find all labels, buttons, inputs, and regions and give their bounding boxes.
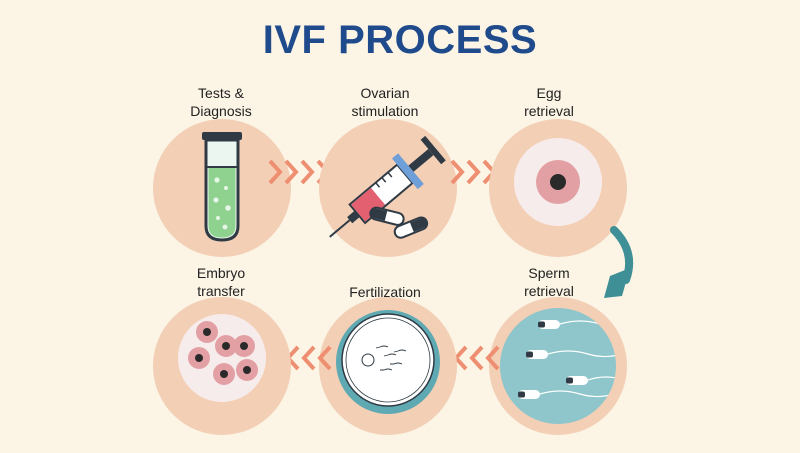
embryo-cells-icon — [153, 297, 291, 435]
chevron-left-icon — [453, 345, 500, 371]
page-title: IVF PROCESS — [262, 18, 538, 62]
curved-arrow-icon — [604, 226, 633, 298]
step-label-fertilization: Fertilization — [349, 284, 421, 300]
petri-dish-icon — [319, 297, 457, 435]
step-label-tests-diagnosis: Tests &Diagnosis — [190, 85, 252, 119]
test-tube-icon — [153, 119, 291, 257]
egg-cell-icon — [489, 119, 627, 257]
sperm-cells-icon — [489, 297, 627, 435]
syringe-icon — [319, 119, 457, 257]
